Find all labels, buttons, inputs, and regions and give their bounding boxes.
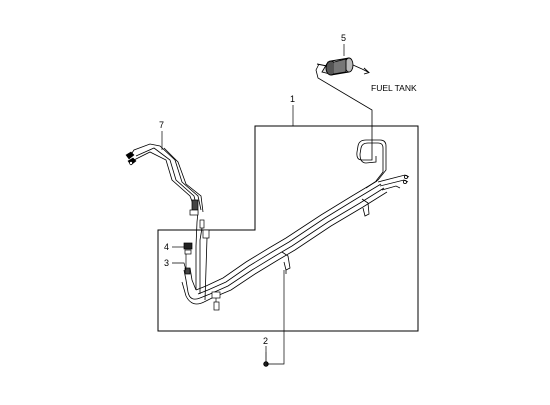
fitting-cluster bbox=[183, 199, 221, 311]
callout-3: 3 bbox=[164, 258, 169, 268]
tube-end-fittings bbox=[125, 151, 137, 166]
fuel-tube-bundle bbox=[129, 139, 410, 305]
callout-1: 1 bbox=[290, 94, 295, 104]
tube-clamp bbox=[281, 198, 370, 274]
callout-2: 2 bbox=[263, 336, 268, 346]
filter-feed-line bbox=[315, 63, 373, 152]
leader-lines bbox=[161, 44, 345, 365]
callout-7: 7 bbox=[159, 120, 164, 130]
fuel-tank-label: FUEL TANK bbox=[371, 83, 417, 93]
assembly-outline bbox=[157, 125, 419, 332]
fuel-filter bbox=[316, 57, 370, 76]
fuel-tank-arrow bbox=[361, 67, 370, 75]
callout-5: 5 bbox=[341, 33, 346, 43]
callout-4: 4 bbox=[164, 242, 169, 252]
